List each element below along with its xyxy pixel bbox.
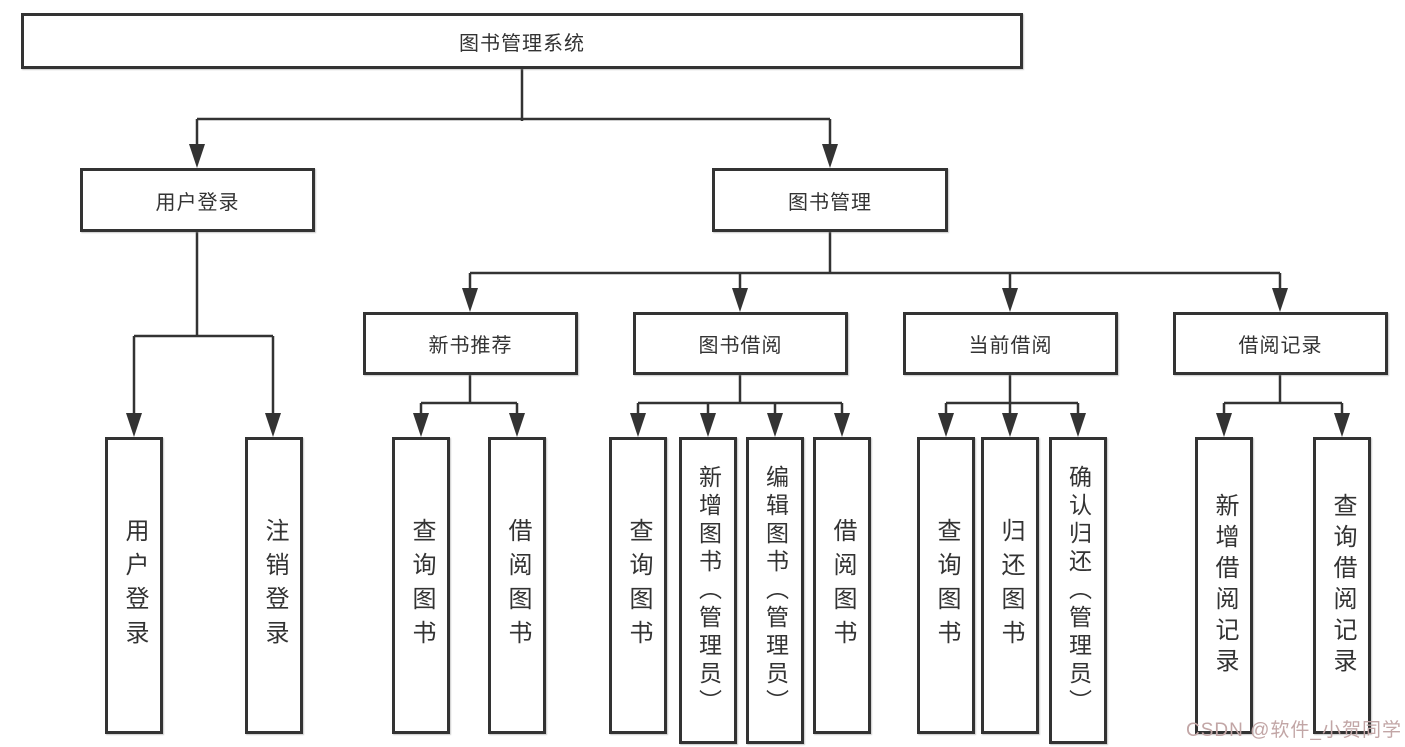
connector-current-children [944,375,1080,420]
leaf-return-books: 归还图书 [981,437,1039,734]
leaf-borrow-books-newbooks: 借阅图书 [488,437,546,734]
arrow-down-icon [189,144,205,168]
leaf-query-books-current: 查询图书 [917,437,975,734]
leaf-borrow-books: 借阅图书 [813,437,871,734]
node-new-book-recommend: 新书推荐 [363,312,578,375]
arrowheads [126,144,1350,437]
node-label: 编辑图书（管理员） [762,464,789,717]
connector-book-mgmt-to-level3 [468,232,1282,295]
node-label: 新书推荐 [428,335,513,357]
node-label: 用户登录 [155,191,240,214]
arrow-down-icon [265,413,281,437]
arrow-down-icon [822,144,838,168]
leaf-query-books-newbooks: 查询图书 [392,437,450,734]
connector-new-books-children [419,375,519,420]
leaf-add-borrow-record: 新增借阅记录 [1195,437,1253,734]
node-current-borrow: 当前借阅 [903,312,1118,375]
arrow-down-icon [834,413,850,437]
node-label: 新增图书（管理员） [695,464,722,717]
arrow-down-icon [1002,288,1018,312]
arrow-down-icon [700,413,716,437]
leaf-edit-books-admin: 编辑图书（管理员） [746,437,804,744]
arrow-down-icon [1334,413,1350,437]
node-label: 借阅记录 [1238,335,1323,357]
arrow-down-icon [630,413,646,437]
arrow-down-icon [767,413,783,437]
leaf-add-books-admin: 新增图书（管理员） [679,437,737,744]
leaf-user-login: 用户登录 [105,437,163,734]
arrow-down-icon [1070,413,1086,437]
arrow-down-icon [413,413,429,437]
arrow-down-icon [1002,413,1018,437]
node-label: 查询借阅记录 [1329,492,1356,679]
node-label: 查询图书 [933,517,960,654]
node-label: 确认归还（管理员） [1065,464,1092,717]
node-label: 图书借阅 [698,335,783,357]
arrow-down-icon [1216,413,1232,437]
connector-borrow-children [636,375,844,420]
node-label: 查询图书 [625,517,652,654]
leaf-query-books-borrow: 查询图书 [609,437,667,734]
leaf-confirm-return-admin: 确认归还（管理员） [1049,437,1107,744]
leaf-query-borrow-record: 查询借阅记录 [1313,437,1371,734]
node-label: 新增借阅记录 [1211,492,1238,679]
connector-records-children [1222,375,1344,420]
leaf-logout: 注销登录 [245,437,303,734]
node-label: 查询图书 [408,517,435,654]
node-book-management: 图书管理 [712,168,948,232]
node-label: 用户登录 [121,517,148,654]
node-label: 归还图书 [997,517,1024,654]
arrow-down-icon [126,413,142,437]
node-user-login: 用户登录 [80,168,315,232]
node-library-system-root: 图书管理系统 [21,13,1023,69]
node-label: 当前借阅 [968,335,1053,357]
connector-root-to-level2 [195,69,832,150]
node-label: 注销登录 [261,517,288,654]
arrow-down-icon [938,413,954,437]
node-book-borrow: 图书借阅 [633,312,848,375]
node-label: 借阅图书 [504,517,531,654]
node-label: 图书管理 [788,191,872,214]
arrow-down-icon [732,288,748,312]
node-label: 图书管理系统 [459,32,585,55]
node-label: 借阅图书 [829,517,856,654]
connector-user-login-children [132,232,275,420]
arrow-down-icon [509,413,525,437]
node-borrow-records: 借阅记录 [1173,312,1388,375]
arrow-down-icon [1272,288,1288,312]
arrow-down-icon [462,288,478,312]
csdn-watermark: CSDN @软件_小贺同学 [1186,720,1402,741]
